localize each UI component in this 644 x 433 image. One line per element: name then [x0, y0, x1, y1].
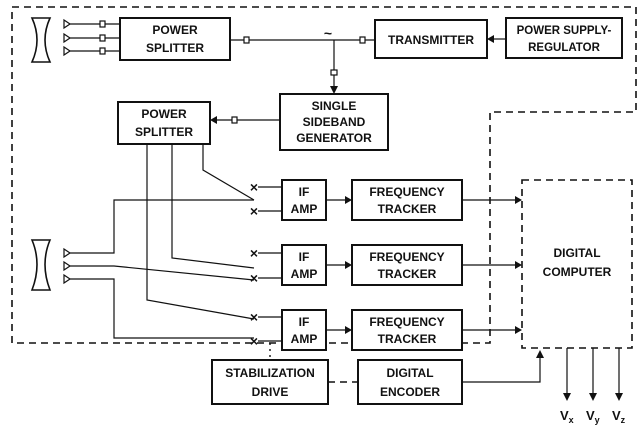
digital-computer-line1: DIGITAL	[553, 246, 600, 260]
arrow-supply-to-tx	[487, 35, 494, 43]
ft-1-line2: TRACKER	[378, 202, 437, 216]
frequency-tracker-3: FREQUENCY TRACKER	[351, 309, 463, 351]
if-amp-2-line1: IF	[299, 250, 310, 264]
transmit-antenna-icon	[30, 17, 52, 63]
if-amp-3-line1: IF	[299, 315, 310, 329]
frequency-tracker-1: FREQUENCY TRACKER	[351, 179, 463, 221]
output-vx: Vx	[560, 408, 574, 425]
receive-feed-lines	[63, 199, 255, 339]
system-enclosure	[11, 6, 637, 344]
single-sideband-generator-block: SINGLE SIDEBAND GENERATOR	[279, 93, 389, 151]
digital-computer-box	[521, 179, 633, 349]
encoder-line1: DIGITAL	[386, 366, 433, 380]
ssb-label-1: SINGLE	[312, 99, 357, 113]
ft-3-line2: TRACKER	[378, 332, 437, 346]
receive-antenna-icon	[30, 239, 52, 291]
power-splitter-mid-line2: SPLITTER	[135, 125, 193, 139]
power-supply-label-1: POWER SUPPLY-	[517, 25, 612, 37]
mixer-1b: ×	[250, 203, 258, 219]
arrow-if1	[345, 196, 352, 204]
coupler-1	[243, 36, 250, 44]
arrow-if2	[345, 261, 352, 269]
mixer-2b: ×	[250, 270, 258, 286]
power-splitter-mid: POWER SPLITTER	[117, 101, 211, 145]
digital-encoder-block: DIGITAL ENCODER	[357, 359, 463, 405]
if-amp-3-line2: AMP	[291, 332, 318, 346]
arrow-ft3	[515, 326, 522, 334]
stab-line1: STABILIZATION	[225, 366, 315, 380]
stab-line2: DRIVE	[252, 385, 289, 399]
computer-outputs	[563, 348, 623, 401]
if-amp-1-line1: IF	[299, 185, 310, 199]
digital-computer-line2: COMPUTER	[543, 265, 612, 279]
arrow-if3	[345, 326, 352, 334]
if-amp-1: IF AMP	[281, 179, 327, 221]
ssb-label-2: SIDEBAND	[303, 115, 366, 129]
power-supply-label-2: REGULATOR	[528, 42, 600, 54]
coupler-2	[359, 36, 366, 44]
if-amp-2: IF AMP	[281, 244, 327, 286]
power-splitter-top-line2: SPLITTER	[146, 41, 204, 55]
transmitter-label: TRANSMITTER	[388, 33, 474, 47]
coupler-4	[231, 116, 238, 124]
frequency-tracker-2: FREQUENCY TRACKER	[351, 244, 463, 286]
encoder-line2: ENCODER	[380, 385, 440, 399]
arrow-to-ssb	[330, 86, 338, 94]
if-amp-2-line2: AMP	[291, 267, 318, 281]
ft-3-line1: FREQUENCY	[369, 315, 444, 329]
power-splitter-mid-line1: POWER	[141, 107, 187, 121]
stabilization-drive-block: STABILIZATION DRIVE	[211, 359, 329, 405]
mixer-2a: ×	[250, 245, 258, 261]
output-vy: Vy	[586, 408, 600, 425]
mixer-1a: ×	[250, 179, 258, 195]
coupler-3	[330, 69, 338, 76]
power-splitter-top: POWER SPLITTER	[119, 17, 231, 61]
if-amp-1-line2: AMP	[291, 202, 318, 216]
ft-2-line1: FREQUENCY	[369, 250, 444, 264]
mixer-3b: ×	[250, 333, 258, 349]
power-splitter-top-line1: POWER	[152, 23, 198, 37]
transmitter-block: TRANSMITTER	[374, 19, 488, 59]
tilde-symbol: ~	[324, 25, 332, 41]
lo-distribution-lines	[146, 144, 255, 320]
ft-2-line2: TRACKER	[378, 267, 437, 281]
mixers: × × × × × ×	[250, 179, 282, 349]
arrow-ft1	[515, 196, 522, 204]
if-amp-3: IF AMP	[281, 309, 327, 351]
arrow-ft2	[515, 261, 522, 269]
arrow-encoder-to-computer	[536, 350, 544, 358]
arrow-ssb-to-splitter	[210, 116, 217, 124]
ssb-label-3: GENERATOR	[296, 131, 372, 145]
power-supply-regulator-block: POWER SUPPLY- REGULATOR	[505, 17, 623, 59]
mixer-3a: ×	[250, 309, 258, 325]
output-vz: Vz	[612, 408, 626, 425]
transmit-feed-lines	[63, 18, 120, 57]
ft-1-line1: FREQUENCY	[369, 185, 444, 199]
encoder-to-computer-line	[462, 357, 541, 383]
